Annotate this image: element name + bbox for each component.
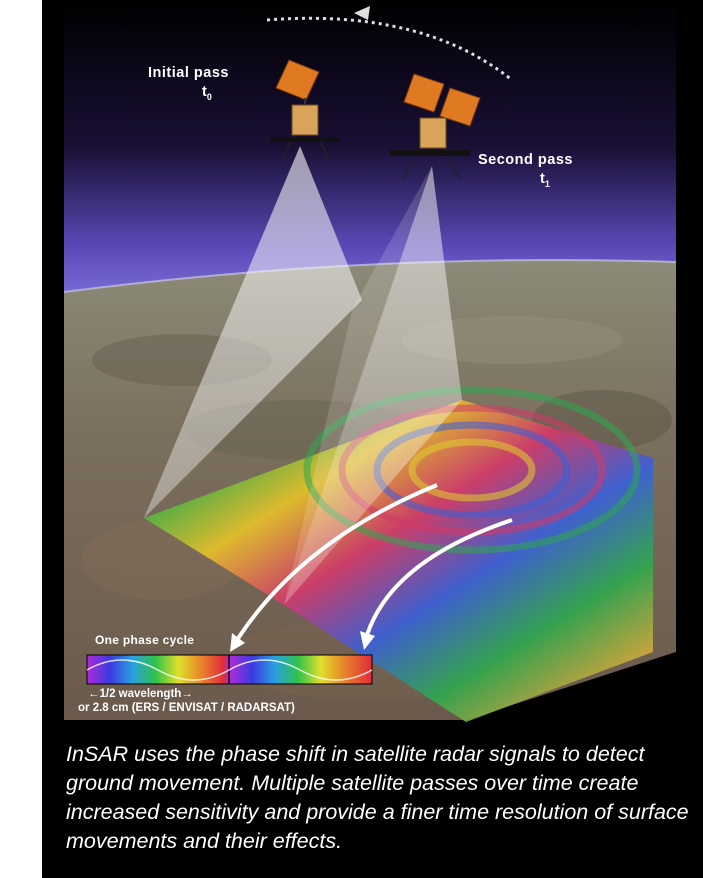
second-pass-time: t1 xyxy=(540,171,550,189)
sine-wave xyxy=(86,659,373,681)
figure-caption: InSAR uses the phase shift in satellite … xyxy=(66,742,689,853)
orbit-arrow-icon xyxy=(354,6,370,20)
arrow-to-cycle-start xyxy=(235,483,438,642)
beam-second-pass xyxy=(284,166,462,605)
insar-illustration xyxy=(63,0,677,722)
arrow-head-icon xyxy=(360,631,375,650)
phase-cycle-label: One phase cycle xyxy=(95,633,195,647)
initial-pass-label: Initial pass xyxy=(148,65,229,81)
interference-fringes xyxy=(303,386,641,554)
wavelength-value: or 2.8 cm (ERS / ENVISAT / RADARSAT) xyxy=(78,702,295,714)
arrow-to-cycle-end xyxy=(365,518,513,636)
second-pass-label: Second pass xyxy=(478,152,573,168)
horizon-line xyxy=(63,259,677,293)
arrow-head-icon xyxy=(230,633,245,652)
satellite-initial-pass xyxy=(270,59,340,161)
figure-frame: Initial pass t0 Second pass t1 One phase… xyxy=(42,0,703,878)
wavelength-label: ←1/2 wavelength→ xyxy=(88,688,193,700)
beam-initial-pass xyxy=(144,146,362,518)
satellite-second-pass xyxy=(390,73,481,181)
initial-pass-time: t0 xyxy=(202,84,212,102)
